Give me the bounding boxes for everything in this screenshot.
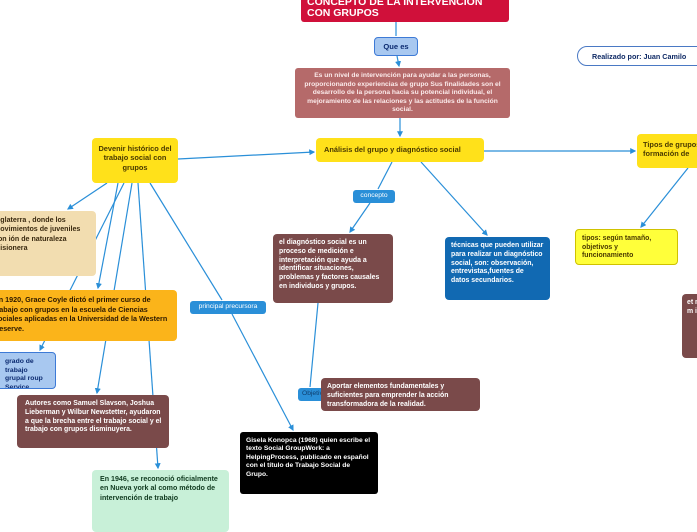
node-right-clipped[interactable]: et ni in m in di: [682, 294, 697, 358]
node-que-es[interactable]: Que es: [374, 37, 418, 56]
node-tipos-grupos[interactable]: Tipos de grupos y formación de: [637, 134, 697, 168]
node-trabajo-grupal[interactable]: grado de trabajo grupal roup Service.: [0, 352, 56, 389]
link-devenir-autores: [94, 182, 133, 395]
link-analisis-tecnicas: [420, 161, 488, 236]
central-topic[interactable]: CONCEPTO DE LA INTERVENCIÓN CON GRUPOS: [301, 0, 509, 22]
node-autores[interactable]: Autores como Samuel Slavson, Joshua Lieb…: [17, 395, 169, 448]
link-diagnostico-objetivo: [309, 302, 319, 388]
link-precursora-konopca: [231, 313, 294, 432]
link-concepto-diagnostico: [349, 202, 371, 233]
author-badge[interactable]: Realizado por: Juan Camilo: [577, 46, 697, 66]
node-1946[interactable]: En 1946, se reconoció oficialmente en Nu…: [92, 470, 229, 532]
node-tipos-descripcion[interactable]: tipos: según tamaño, objetivos y funcion…: [575, 229, 678, 265]
link-devenir-coyle: [95, 182, 119, 290]
link-devenir-precursora: [149, 182, 223, 301]
link-queEs-definition: [395, 55, 402, 68]
link-analisis-concepto: [377, 161, 393, 190]
node-definition[interactable]: Es un nivel de intervención para ayudar …: [295, 68, 510, 118]
node-tecnicas[interactable]: técnicas que pueden utilizar para realiz…: [445, 237, 550, 300]
link-tipos-desc: [640, 167, 689, 228]
link-devenir-inglaterra: [67, 182, 108, 210]
link-devenir-analisis: [177, 149, 316, 160]
node-inglaterra[interactable]: Inglaterra , donde los movimientos de ju…: [0, 211, 96, 276]
label-concepto[interactable]: concepto: [353, 190, 395, 203]
node-aportar-elementos[interactable]: Aportar elementos fundamentales y sufici…: [321, 378, 480, 411]
node-grace-coyle[interactable]: En 1920, Grace Coyle dictó el primer cur…: [0, 290, 177, 341]
node-devenir-historico[interactable]: Devenir histórico del trabajo social con…: [92, 138, 178, 183]
node-gisela-konopca[interactable]: Gisela Konopca (1968) quien escribe el t…: [240, 432, 378, 494]
node-analisis-grupo[interactable]: Análisis del grupo y diagnóstico social: [316, 138, 484, 162]
node-diagnostico-social[interactable]: el diagnóstico social es un proceso de m…: [273, 234, 393, 303]
label-principal-precursora[interactable]: principal precursora: [190, 301, 266, 314]
label-objetivo[interactable]: Objetivo: [298, 388, 328, 401]
